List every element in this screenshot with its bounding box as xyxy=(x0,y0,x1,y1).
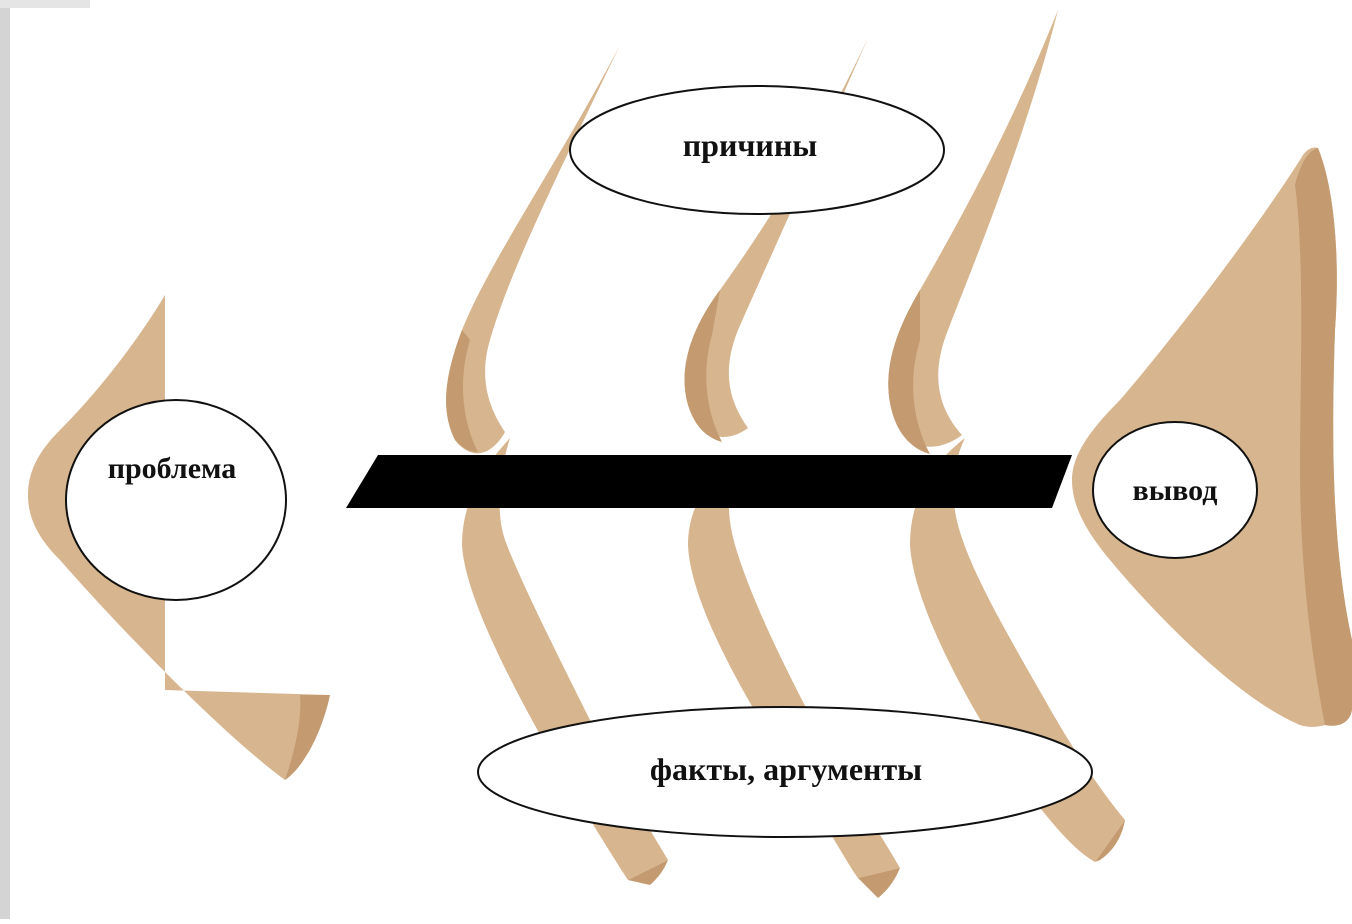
facts-label: факты, аргументы xyxy=(650,751,922,787)
left-edge-strip xyxy=(0,0,10,919)
top-edge-strip xyxy=(0,0,90,8)
conclusion-node: вывод xyxy=(1093,422,1257,558)
upper-bone-1 xyxy=(446,45,620,453)
spine xyxy=(346,455,1072,508)
causes-node: причины xyxy=(570,86,944,214)
conclusion-label: вывод xyxy=(1133,474,1218,507)
facts-node: факты, аргументы xyxy=(478,707,1092,837)
problem-label: проблема xyxy=(108,452,237,485)
problem-node: проблема xyxy=(66,400,286,600)
causes-label: причины xyxy=(683,127,818,163)
problem-ellipse xyxy=(66,400,286,600)
upper-bone-3 xyxy=(888,10,1058,447)
upper-bones xyxy=(446,10,1058,454)
